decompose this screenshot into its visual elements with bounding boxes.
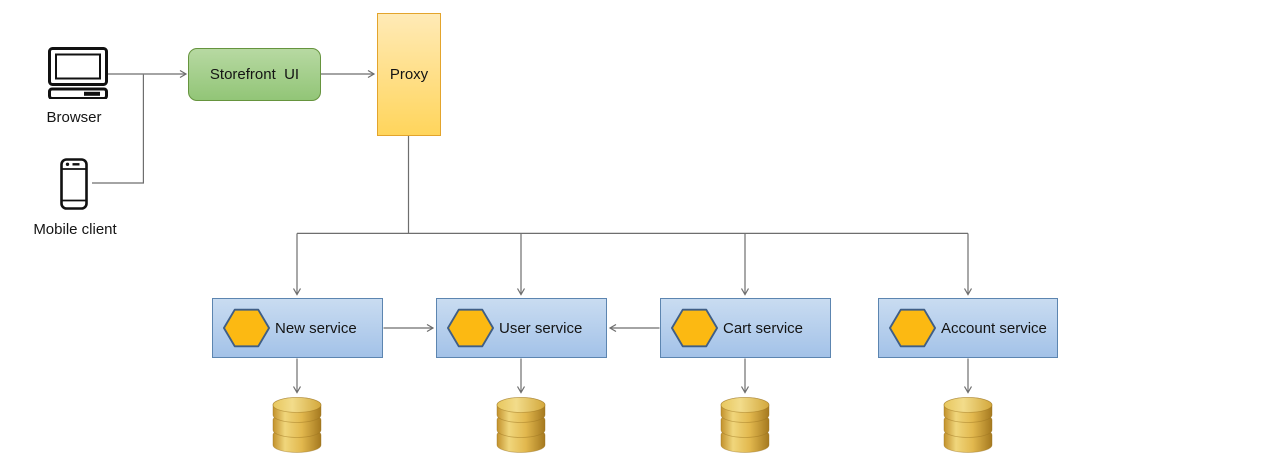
account-service-node: Account service [878,298,1058,358]
user-service-node: User service [436,298,607,358]
database-cylinder-icon [496,397,546,453]
hexagon-icon [223,308,270,348]
database-cylinder-icon [272,397,322,453]
database-cylinder-icon [943,397,993,453]
hexagon-icon [447,308,494,348]
smartphone-icon [60,158,88,210]
edge-mobile-to-storefront [92,74,144,184]
cart-service-node: Cart service [660,298,831,358]
account-service-label: Account service [941,319,1047,337]
cart-service-label: Cart service [723,319,804,337]
new-service-node: New service [212,298,383,358]
new-service-label: New service [275,319,357,337]
storefront-ui-node: Storefront UI [188,48,321,101]
hexagon-icon [671,308,718,348]
mobile-client-label: Mobile client [33,221,117,238]
desktop-computer-icon [48,47,108,99]
user-service-label: User service [499,319,583,337]
hexagon-icon [889,308,936,348]
database-cylinder-icon [720,397,770,453]
browser-label: Browser [46,109,102,126]
proxy-label: Proxy [389,66,429,83]
proxy-node: Proxy [377,13,441,136]
storefront-ui-label: Storefront UI [209,66,300,83]
